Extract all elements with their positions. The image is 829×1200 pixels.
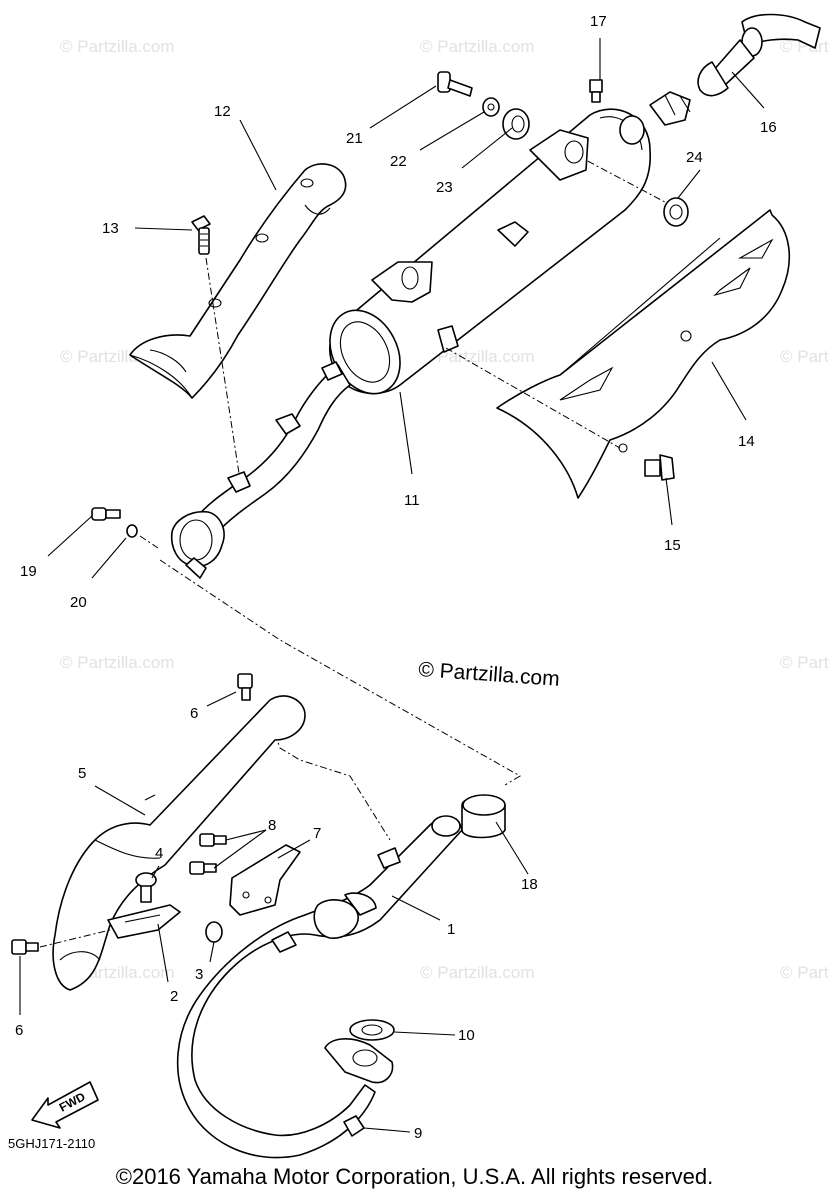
callout-16: 16: [760, 119, 777, 136]
gasket-10[interactable]: [349, 1019, 395, 1041]
watermark: © Partzilla.com: [420, 37, 535, 56]
collar-3[interactable]: [205, 921, 223, 943]
watermark: © Partzilla.com: [420, 963, 535, 982]
bolt-8b[interactable]: [189, 861, 217, 875]
callout-17: 17: [590, 13, 607, 30]
callout-19: 19: [20, 563, 37, 580]
sleeve-18[interactable]: [461, 794, 506, 839]
watermark: © Partzilla.com: [60, 37, 175, 56]
flange-joint[interactable]: [324, 1038, 394, 1084]
bolt-6-upper[interactable]: [237, 673, 253, 701]
bracket-7[interactable]: [229, 844, 301, 916]
callout-6-lower: 6: [15, 1022, 23, 1039]
callout-4: 4: [155, 845, 163, 862]
bolt-19[interactable]: [91, 507, 121, 521]
bracket-2[interactable]: [107, 904, 181, 939]
callout-1: 1: [447, 921, 455, 938]
grommet-23[interactable]: [502, 108, 530, 140]
callout-22: 22: [390, 153, 407, 170]
callout-23: 23: [436, 179, 453, 196]
copyright-notice: ©2016 Yamaha Motor Corporation, U.S.A. A…: [115, 1164, 714, 1189]
bolt-15[interactable]: [644, 454, 675, 481]
collar-24[interactable]: [663, 197, 689, 227]
callout-20: 20: [70, 594, 87, 611]
callout-14: 14: [738, 433, 755, 450]
watermark: © Partzilla.com: [420, 347, 535, 366]
callout-5: 5: [78, 765, 86, 782]
callout-13: 13: [102, 220, 119, 237]
watermark: © Partzilla.com: [780, 963, 829, 982]
partzilla-brand: © Partzilla.com: [418, 658, 561, 691]
callout-12: 12: [214, 103, 231, 120]
callout-3: 3: [195, 966, 203, 983]
bolt-6-lower[interactable]: [11, 939, 39, 955]
bolt-21[interactable]: [437, 71, 473, 97]
callout-9: 9: [414, 1125, 422, 1142]
callout-6-upper: 6: [190, 705, 198, 722]
exhaust-pipe-part[interactable]: [176, 815, 463, 1159]
spark-arrester-part[interactable]: [649, 13, 821, 126]
heat-shield-header-part[interactable]: [52, 695, 306, 991]
diagram-code: 5GHJ171-2110: [8, 1136, 95, 1151]
muffler-inlet-pipe[interactable]: [170, 361, 351, 579]
callout-15: 15: [664, 537, 681, 554]
callout-24: 24: [686, 149, 703, 166]
callout-18: 18: [521, 876, 538, 893]
callout-7: 7: [313, 825, 321, 842]
forward-arrow-icon: FWD: [31, 1081, 99, 1129]
callout-10: 10: [458, 1027, 475, 1044]
heat-shield-upper-part[interactable]: [129, 163, 347, 399]
muffler-part[interactable]: [316, 108, 681, 406]
leader-lines: [19, 38, 765, 1133]
callout-labels: 1 2 3 4 5 6 6 7 8 9 10 11 12 13 14 15 16…: [15, 13, 777, 1142]
bolt-4[interactable]: [135, 872, 157, 903]
washer-20[interactable]: [126, 524, 138, 538]
callout-8: 8: [268, 817, 276, 834]
heat-shield-side-part[interactable]: [496, 209, 791, 499]
washer-22[interactable]: [482, 97, 500, 117]
callout-11: 11: [404, 492, 420, 509]
bolt-8a[interactable]: [199, 833, 227, 847]
watermark: © Partzilla.com: [780, 653, 829, 672]
callout-21: 21: [346, 130, 363, 147]
bolt-13[interactable]: [191, 215, 211, 255]
callout-2: 2: [170, 988, 178, 1005]
watermark: © Partzilla.com: [780, 347, 829, 366]
bolt-17[interactable]: [589, 79, 603, 103]
watermark: © Partzilla.com: [60, 653, 175, 672]
